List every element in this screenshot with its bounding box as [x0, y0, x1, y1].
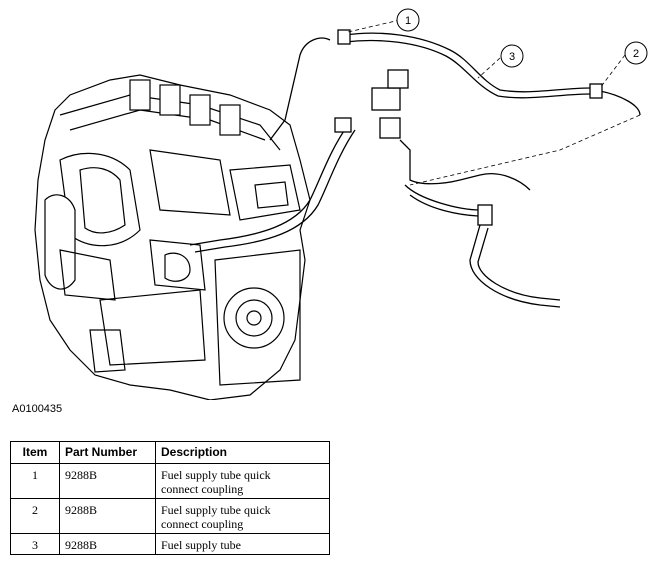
- engine-illustration: 1 2 3: [34, 8, 648, 401]
- svg-text:1: 1: [405, 15, 411, 27]
- fuel-tubes: [189, 29, 641, 308]
- cell-description: Fuel supply tube: [155, 533, 330, 555]
- figure-id: A0100435: [12, 403, 63, 415]
- cell-part-number: 9288B: [59, 498, 156, 534]
- engine-drawing: 1 2 3: [34, 8, 648, 401]
- table-row: 3 9288B Fuel supply tube: [10, 533, 330, 555]
- callout-1: 1: [396, 8, 420, 32]
- description-line: connect coupling: [161, 482, 244, 496]
- cell-description: Fuel supply tube quick connect coupling: [155, 498, 330, 534]
- engine-block: [34, 74, 311, 401]
- table-header-row: Item Part Number Description: [10, 441, 330, 464]
- table-row: 2 9288B Fuel supply tube quick connect c…: [10, 498, 330, 534]
- header-part-number: Part Number: [59, 441, 156, 464]
- cell-description: Fuel supply tube quick connect coupling: [155, 463, 330, 499]
- table-row: 1 9288B Fuel supply tube quick connect c…: [10, 463, 330, 499]
- header-item: Item: [10, 441, 60, 464]
- description-line: Fuel supply tube quick: [161, 503, 271, 517]
- callout-2: 2: [624, 41, 648, 65]
- cell-item: 1: [10, 463, 60, 499]
- cell-item: 3: [10, 533, 60, 555]
- description-line: Fuel supply tube quick: [161, 468, 271, 482]
- parts-table: Item Part Number Description 1 9288B Fue…: [10, 441, 330, 555]
- leader-lines: [347, 19, 641, 186]
- svg-text:3: 3: [509, 51, 515, 63]
- description-line: Fuel supply tube: [161, 538, 241, 552]
- cell-item: 2: [10, 498, 60, 534]
- header-description: Description: [155, 441, 330, 464]
- cell-part-number: 9288B: [59, 463, 156, 499]
- callout-3: 3: [500, 44, 524, 68]
- svg-text:2: 2: [633, 48, 639, 60]
- description-line: connect coupling: [161, 517, 244, 531]
- cell-part-number: 9288B: [59, 533, 156, 555]
